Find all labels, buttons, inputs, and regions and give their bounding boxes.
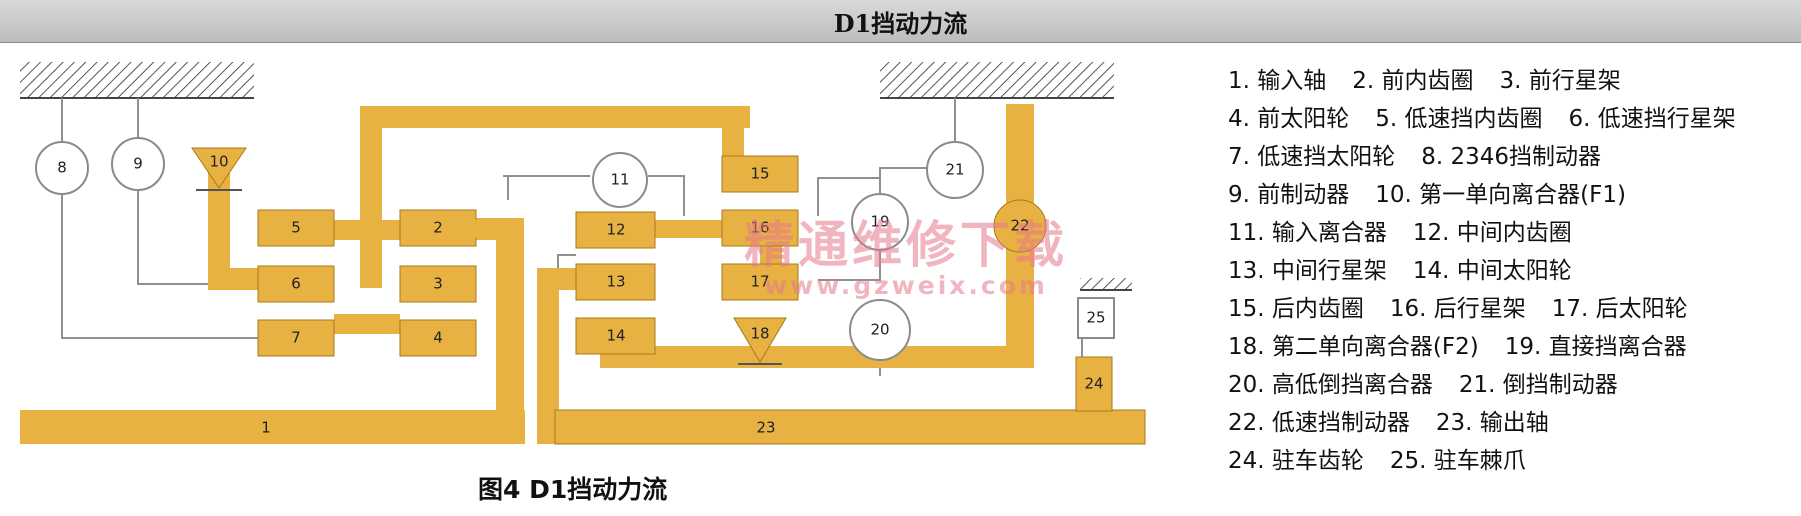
clutch-11: [592, 152, 648, 208]
legend-item: 20. 高低倒挡离合器: [1228, 372, 1433, 398]
output-shaft-23: [554, 409, 1146, 445]
legend-item: 22. 低速挡制动器: [1228, 410, 1410, 436]
power-flow-shafts: [20, 104, 1034, 444]
housing-right: [880, 62, 1114, 98]
block-label-16: 16: [750, 219, 769, 237]
block-4: [399, 319, 477, 357]
block-13: [575, 263, 656, 301]
block-label-12: 12: [606, 221, 625, 239]
one-way-clutch-18: [733, 317, 787, 363]
block-label-6: 6: [291, 275, 301, 293]
component-label-10: 10: [209, 153, 228, 171]
brake-21: [926, 141, 984, 199]
block-12: [575, 211, 656, 249]
legend-item: 6. 低速挡行星架: [1568, 106, 1736, 132]
legend-row: 1. 输入轴 2. 前内齿圈 3. 前行星架: [1228, 62, 1796, 100]
legend-item: 11. 输入离合器: [1228, 220, 1387, 246]
block-label-24: 24: [1084, 375, 1103, 393]
legend-item: 19. 直接挡离合器: [1504, 334, 1687, 360]
component-label-9: 9: [133, 155, 143, 173]
header-bar: D1挡动力流: [0, 0, 1801, 43]
block-label-7: 7: [291, 329, 301, 347]
component-label-19: 19: [870, 213, 889, 231]
block-2: [399, 209, 477, 247]
component-label-22: 22: [1010, 217, 1029, 235]
component-label-25: 25: [1086, 309, 1105, 327]
legend-row: 4. 前太阳轮 5. 低速挡内齿圈 6. 低速挡行星架: [1228, 100, 1796, 138]
brake-22: [993, 199, 1047, 253]
legend-row: 20. 高低倒挡离合器 21. 倒挡制动器: [1228, 366, 1796, 404]
legend-item: 24. 驻车齿轮: [1228, 448, 1364, 474]
legend-item: 1. 输入轴: [1228, 68, 1327, 94]
legend-item: 23. 输出轴: [1435, 410, 1549, 436]
brake-9: [111, 137, 165, 191]
component-label-11: 11: [610, 171, 629, 189]
clutch-20: [849, 299, 911, 361]
legend-row: 9. 前制动器 10. 第一单向离合器(F1): [1228, 176, 1796, 214]
block-label-3: 3: [433, 275, 443, 293]
legend: 1. 输入轴 2. 前内齿圈 3. 前行星架 4. 前太阳轮 5. 低速挡内齿圈 6. 低…: [1228, 62, 1796, 480]
legend-row: 15. 后内齿圈 16. 后行星架 17. 后太阳轮: [1228, 290, 1796, 328]
block-label-1: 1: [261, 419, 271, 437]
legend-row: 22. 低速挡制动器 23. 输出轴: [1228, 404, 1796, 442]
legend-item: 5. 低速挡内齿圈: [1375, 106, 1543, 132]
housing-park: [1080, 278, 1132, 290]
figure-caption: 图4 D1挡动力流: [478, 475, 668, 504]
block-label-4: 4: [433, 329, 443, 347]
legend-item: 14. 中间太阳轮: [1412, 258, 1572, 284]
legend-item: 7. 低速挡太阳轮: [1228, 144, 1396, 170]
component-label-18: 18: [750, 325, 769, 343]
parking-gear-24: [1075, 356, 1113, 412]
block-label-15: 15: [750, 165, 769, 183]
block-3: [399, 265, 477, 303]
legend-item: 12. 中间内齿圈: [1412, 220, 1572, 246]
one-way-clutch-10: [191, 147, 247, 189]
legend-item: 15. 后内齿圈: [1228, 296, 1364, 322]
legend-row: 13. 中间行星架 14. 中间太阳轮: [1228, 252, 1796, 290]
brake-8: [35, 141, 89, 195]
component-label-8: 8: [57, 159, 67, 177]
legend-item: 4. 前太阳轮: [1228, 106, 1350, 132]
legend-row: 7. 低速挡太阳轮 8. 2346挡制动器: [1228, 138, 1796, 176]
legend-item: 21. 倒挡制动器: [1458, 372, 1618, 398]
block-label-23: 23: [756, 419, 775, 437]
legend-item: 3. 前行星架: [1499, 68, 1621, 94]
legend-item: 8. 2346挡制动器: [1421, 144, 1602, 170]
legend-item: 16. 后行星架: [1389, 296, 1526, 322]
block-15: [721, 155, 799, 193]
block-14: [575, 317, 656, 355]
housing-left: [20, 62, 254, 98]
legend-item: 9. 前制动器: [1228, 182, 1350, 208]
block-5: [257, 209, 335, 247]
clutch-19: [851, 193, 909, 251]
legend-row: 11. 输入离合器 12. 中间内齿圈: [1228, 214, 1796, 252]
block-label-2: 2: [433, 219, 443, 237]
block-label-17: 17: [750, 273, 769, 291]
legend-item: 17. 后太阳轮: [1551, 296, 1688, 322]
block-label-5: 5: [291, 219, 301, 237]
parking-pawl-25: [1077, 297, 1115, 339]
component-label-20: 20: [870, 321, 889, 339]
block-7: [257, 319, 335, 357]
block-label-13: 13: [606, 273, 625, 291]
legend-row: 24. 驻车齿轮 25. 驻车棘爪: [1228, 442, 1796, 480]
block-6: [257, 265, 335, 303]
block-16: [721, 209, 799, 247]
block-17: [721, 263, 799, 301]
legend-item: 2. 前内齿圈: [1352, 68, 1474, 94]
legend-item: 10. 第一单向离合器(F1): [1375, 182, 1626, 208]
component-label-21: 21: [945, 161, 964, 179]
legend-row: 18. 第二单向离合器(F2) 19. 直接挡离合器: [1228, 328, 1796, 366]
page-title: D1挡动力流: [833, 8, 968, 38]
legend-item: 13. 中间行星架: [1228, 258, 1387, 284]
legend-item: 18. 第二单向离合器(F2): [1228, 334, 1479, 360]
block-label-14: 14: [606, 327, 625, 345]
connection-lines: [61, 98, 1083, 376]
legend-item: 25. 驻车棘爪: [1389, 448, 1526, 474]
power-flow-diagram: 23 24 1 5 6 7 2 3 4 12 13 14 15 16 17 10…: [20, 62, 1146, 445]
